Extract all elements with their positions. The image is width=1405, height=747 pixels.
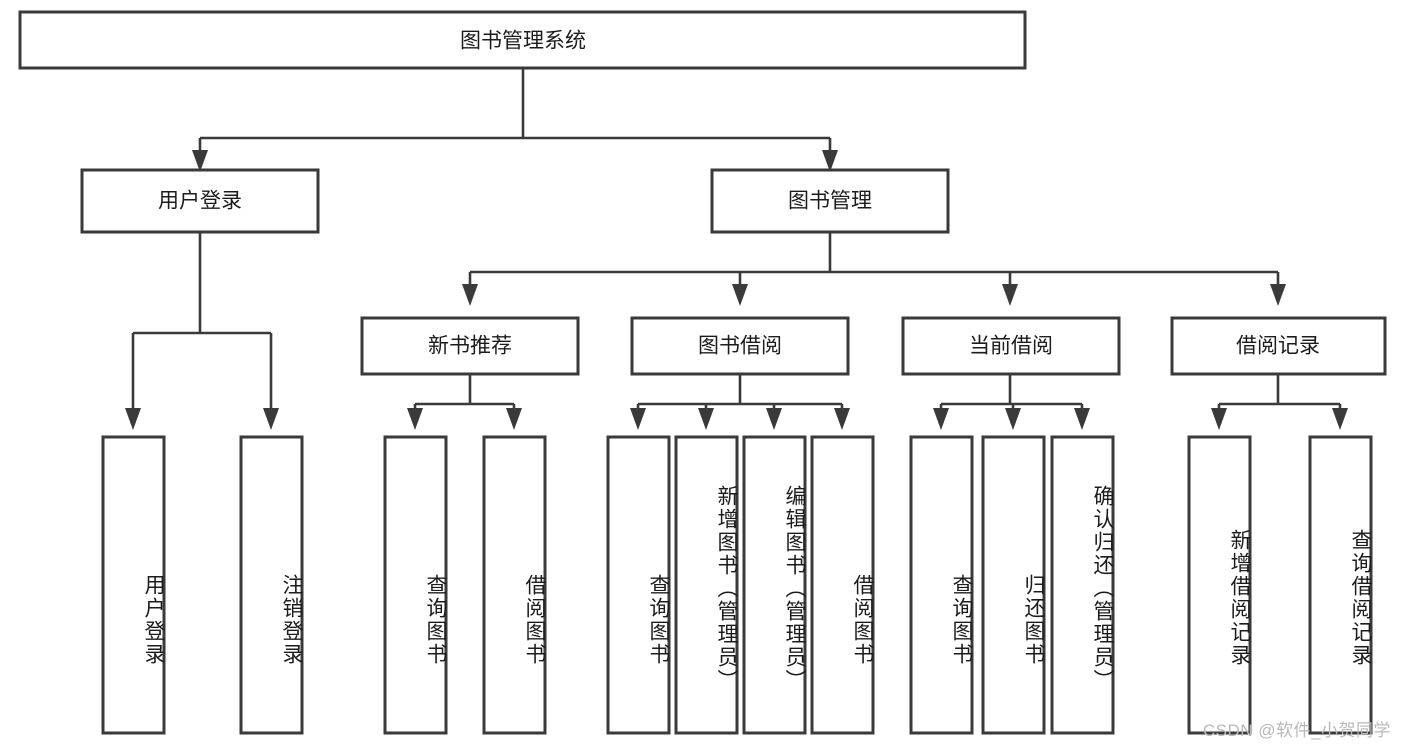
connector-root-trunk [198,68,832,158]
leaf-box-newbook-query[interactable] [383,435,448,735]
arrow-leaf-current-confirm [1074,408,1090,430]
node-book-borrow[interactable]: 图书借阅 [630,316,850,376]
node-borrow-record-label: 借阅记录 [1236,335,1320,358]
arrow-leaf-user-login [125,408,141,430]
arrow-leaf-record-query [1332,408,1348,430]
node-borrow-record[interactable]: 借阅记录 [1170,316,1387,376]
node-user-login-label: 用户登录 [158,190,242,213]
arrow-leaf-newbook-borrow [506,408,522,430]
leaf-box-borrow-query[interactable] [606,435,671,735]
leaf-box-layer [101,435,1373,735]
connector-borrowrecord-trunk [1217,374,1342,414]
arrow-to-borrow-record [1270,284,1286,306]
leaf-box-current-return[interactable] [981,435,1046,735]
node-new-book-recommend-label: 新书推荐 [428,335,512,358]
connector-layer [125,68,1348,430]
arrow-leaf-current-query [933,408,949,430]
node-borrow-record-box[interactable] [1170,316,1387,376]
leaf-box-current-confirm[interactable] [1050,435,1115,735]
connector-userlogin-trunk [131,232,273,412]
arrow-to-book-manage [822,150,838,172]
node-root-box[interactable] [18,10,1027,70]
leaf-box-newbook-borrow[interactable] [482,435,547,735]
leaf-box-current-query[interactable] [909,435,974,735]
csdn-watermark: CSDN @软件_小贺同学 [1202,721,1391,740]
leaf-box-user-login[interactable] [101,435,166,735]
connector-bookmanage-trunk [468,232,1280,292]
node-new-book-recommend[interactable]: 新书推荐 [360,316,580,376]
connector-bookborrow-trunk [636,374,844,414]
leaf-box-record-query[interactable] [1308,435,1373,735]
node-book-manage-box[interactable] [710,168,950,234]
leaf-box-record-add[interactable] [1187,435,1252,735]
arrow-leaf-borrow-lend [834,408,850,430]
leaf-box-borrow-edit[interactable] [742,435,807,735]
arrow-leaf-borrow-add [698,408,714,430]
node-user-login-box[interactable] [80,168,320,234]
node-book-manage-label: 图书管理 [788,190,872,213]
node-book-manage[interactable]: 图书管理 [710,168,950,234]
node-user-login[interactable]: 用户登录 [80,168,320,234]
node-root-label: 图书管理系统 [460,30,586,53]
leaf-box-borrow-add[interactable] [674,435,739,735]
node-book-borrow-box[interactable] [630,316,850,376]
arrow-leaf-current-return [1005,408,1021,430]
node-current-borrow-box[interactable] [901,316,1121,376]
leaf-box-borrow-lend[interactable] [810,435,875,735]
arrow-leaf-newbook-query [407,408,423,430]
node-book-borrow-label: 图书借阅 [698,335,782,358]
leaf-box-user-logout[interactable] [239,435,304,735]
arrow-to-current-borrow [1002,284,1018,306]
arrow-leaf-borrow-edit [766,408,782,430]
arrow-to-new-book [462,284,478,306]
arrow-leaf-borrow-query [630,408,646,430]
node-current-borrow[interactable]: 当前借阅 [901,316,1121,376]
arrow-to-user-login [192,150,208,172]
connector-newbook-trunk [413,374,516,414]
arrow-leaf-record-add [1211,408,1227,430]
node-current-borrow-label: 当前借阅 [969,335,1053,358]
node-new-book-recommend-box[interactable] [360,316,580,376]
arrow-to-book-borrow [732,284,748,306]
arrow-leaf-user-logout [263,408,279,430]
node-root[interactable]: 图书管理系统 [18,10,1027,70]
